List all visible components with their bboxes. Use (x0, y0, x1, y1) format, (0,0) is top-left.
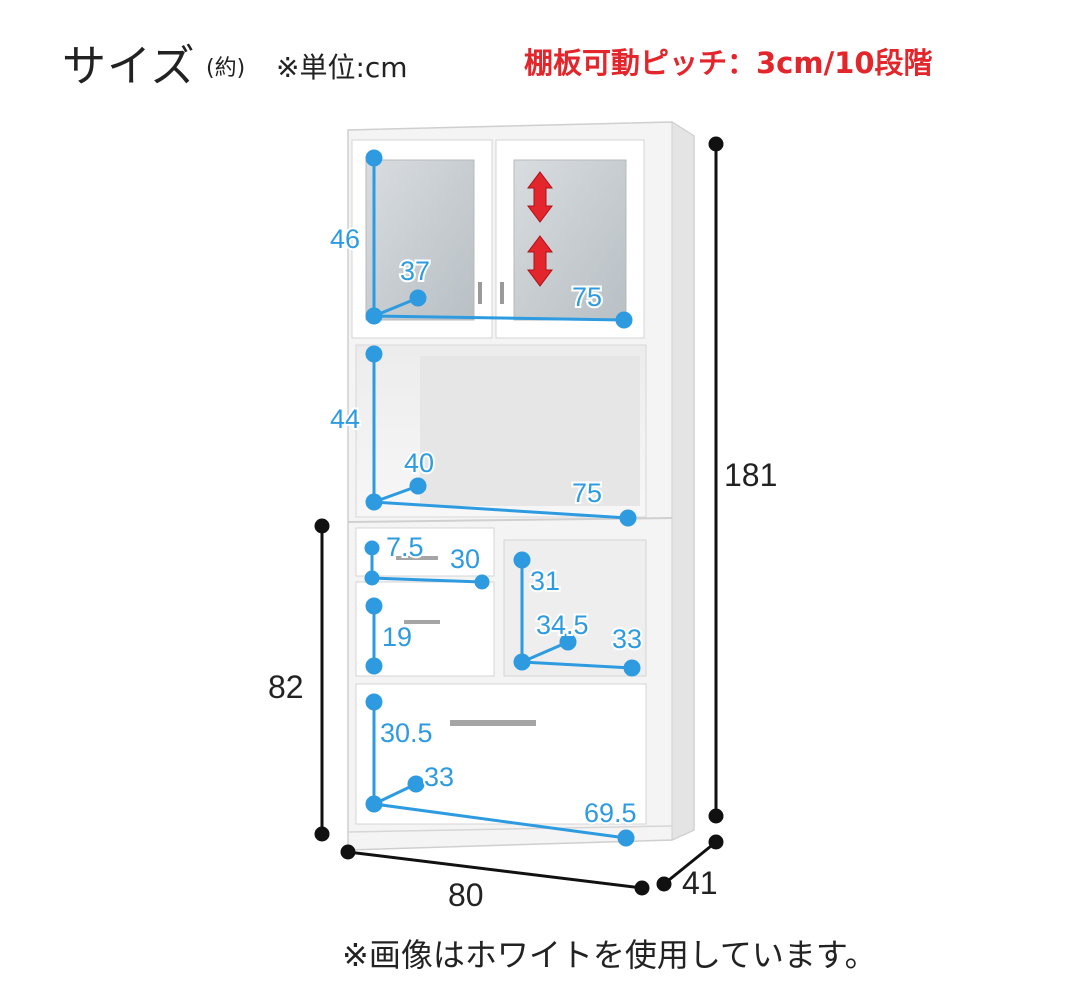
open-shelf-area (355, 344, 647, 518)
label-shelf-width: 75 (572, 478, 602, 508)
label-shelf-depth: 40 (404, 448, 434, 478)
image-color-footnote: ※画像はホワイトを使用しています。 (342, 936, 877, 974)
lower-drawers (355, 527, 647, 825)
label-side-open-width: 33 (612, 624, 642, 654)
label-bottom-drawer-width: 69.5 (584, 798, 637, 828)
label-small-drawer-height: 7.5 (386, 532, 424, 562)
label-total-height: 181 (724, 457, 777, 493)
label-upper-width: 75 (572, 282, 602, 312)
label-depth: 41 (682, 865, 718, 901)
label-bottom-drawer-depth: 33 (424, 762, 454, 792)
label-shelf-height: 44 (330, 404, 360, 434)
page-title: サイズ (62, 41, 196, 92)
label-upper-depth: 37 (400, 256, 430, 286)
label-side-open-height: 31 (530, 566, 560, 596)
title-approx-suffix: (約) (206, 56, 246, 81)
label-middle-drawer-height: 19 (382, 622, 412, 652)
label-width: 80 (448, 877, 484, 913)
overall-dimension-lines (314, 136, 724, 896)
label-small-drawer-width: 30 (450, 544, 480, 574)
label-side-open-depth: 34.5 (536, 610, 589, 640)
label-upper-height: 46 (330, 224, 360, 254)
shelf-pitch-note: 棚板可動ピッチ：3cm/10段階 (524, 46, 933, 80)
unit-note: ※単位:cm (276, 51, 408, 84)
shelf-adjust-arrows (527, 171, 553, 287)
interior-dimension-lines (364, 149, 641, 847)
label-lower-height: 82 (268, 669, 304, 705)
label-bottom-drawer-height: 30.5 (380, 718, 433, 748)
